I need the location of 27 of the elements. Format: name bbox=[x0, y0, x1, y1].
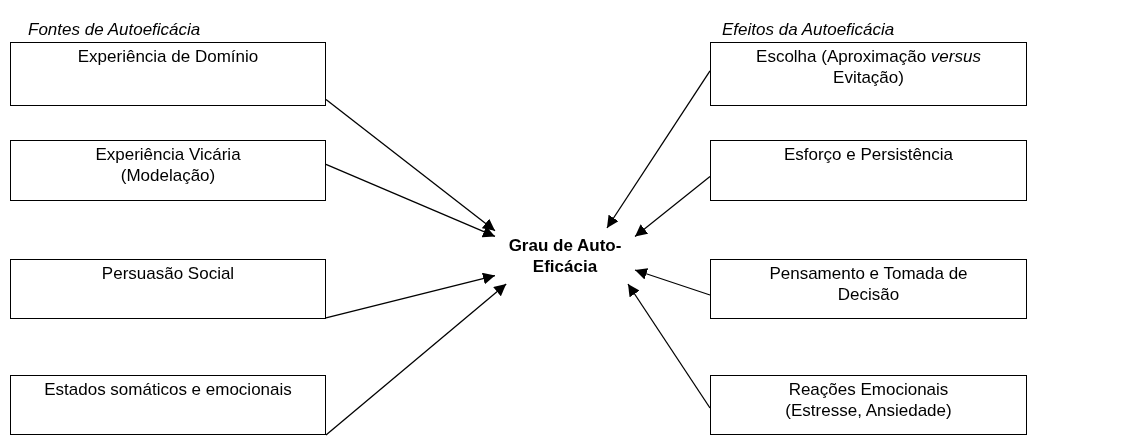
arrow bbox=[325, 98, 496, 232]
arrow bbox=[325, 283, 507, 436]
node-text: Escolha (Aproximação versus Evitação) bbox=[755, 46, 982, 88]
node-text: Estados somáticos e emocionais bbox=[43, 379, 293, 400]
node-text: Esforço e Persistência bbox=[782, 144, 955, 165]
arrow bbox=[634, 268, 711, 296]
node-text: Reações Emocionais (Estresse, Ansiedade) bbox=[784, 379, 953, 421]
node-text: Experiência Vicária (Modelação) bbox=[94, 144, 242, 186]
node-text: Persuasão Social bbox=[100, 263, 236, 284]
node-text: Grau de Auto-Eficácia bbox=[507, 235, 623, 277]
text-box bbox=[710, 42, 1027, 106]
text-box bbox=[710, 375, 1027, 435]
arrow bbox=[325, 272, 496, 319]
node-text: Experiência de Domínio bbox=[76, 46, 260, 67]
arrow bbox=[627, 283, 711, 409]
arrow bbox=[606, 70, 711, 229]
text-box bbox=[10, 259, 326, 319]
node-text: Pensamento e Tomada de Decisão bbox=[768, 263, 969, 305]
text-box bbox=[710, 259, 1027, 319]
text-box bbox=[710, 140, 1027, 201]
text-box bbox=[10, 140, 326, 201]
text-box bbox=[10, 42, 326, 106]
arrow bbox=[325, 163, 496, 238]
column-heading: Fontes de Autoeficácia bbox=[28, 20, 201, 40]
arrow bbox=[634, 175, 711, 238]
column-heading: Efeitos da Autoeficácia bbox=[722, 20, 895, 40]
text-box bbox=[10, 375, 326, 435]
